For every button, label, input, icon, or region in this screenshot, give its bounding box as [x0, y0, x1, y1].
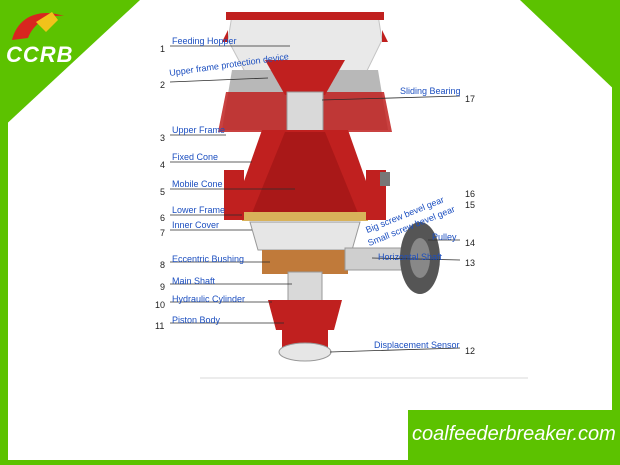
logo-text: CCRB	[6, 42, 74, 67]
part-number-17: 17	[465, 94, 476, 104]
part-number-1: 1	[160, 44, 166, 54]
part-number-10: 10	[155, 300, 166, 310]
label-pulley: Pulley	[432, 232, 457, 242]
hopper-rim	[226, 12, 384, 20]
label-feeding-hopper: Feeding Hopper	[172, 36, 237, 46]
label-hydraulic-cylinder: Hydraulic Cylinder	[172, 294, 246, 304]
mobile-cone-shape	[250, 132, 360, 218]
label-fixed-cone: Fixed Cone	[172, 152, 219, 162]
part-number-5: 5	[160, 187, 166, 197]
ccrb-logo-icon	[12, 12, 64, 40]
part-number-14: 14	[465, 238, 476, 248]
hopper-lug-left	[222, 30, 228, 42]
white-panel-bottom	[8, 405, 408, 460]
part-number-7: 7	[160, 228, 166, 238]
mantle-band	[242, 212, 368, 221]
label-mobile-cone: Mobile Cone	[172, 179, 223, 189]
label-main-shaft: Main Shaft	[172, 276, 216, 286]
main-shaft-shape	[287, 271, 323, 303]
inner-cover-shape	[249, 221, 361, 251]
part-number-8: 8	[160, 260, 166, 270]
label-lower-frame: Lower Frame	[172, 205, 226, 215]
part-number-15: 15	[465, 200, 476, 210]
part-number-13: 13	[465, 258, 476, 268]
lower-frame-left	[224, 170, 244, 220]
sliding-bearing-shape	[286, 91, 324, 137]
label-inner-cover: Inner Cover	[172, 220, 220, 230]
website-text: coalfeederbreaker.com	[412, 423, 616, 445]
corner-wedge-top-left	[0, 0, 140, 130]
pulley-hub	[410, 238, 430, 278]
label-upper-frame: Upper Frame	[172, 125, 226, 135]
part-number-9: 9	[160, 282, 166, 292]
label-eccentric-bushing: Eccentric Bushing	[172, 254, 245, 264]
label-horizontal-shaft: Horizontal Shaft	[378, 252, 443, 262]
label-piston-body: Piston Body	[172, 315, 221, 325]
corner-wedge-top-right	[520, 0, 620, 95]
part-number-11: 11	[155, 321, 165, 331]
part-number-2: 2	[160, 80, 166, 90]
part-number-4: 4	[160, 160, 166, 170]
label-displacement-sensor: Displacement Sensor	[374, 340, 460, 350]
part-number-12: 12	[465, 346, 476, 356]
part-number-6: 6	[160, 213, 166, 223]
top-bowl	[265, 60, 345, 95]
part-number-3: 3	[160, 133, 166, 143]
hopper-lug-right	[382, 30, 388, 42]
leader-lines	[169, 45, 461, 353]
lower-frame-bolt-right	[380, 172, 390, 186]
eccentric-bushing-shape	[262, 250, 348, 274]
label-sliding-bearing: Sliding Bearing	[400, 86, 461, 96]
website-banner	[408, 410, 620, 465]
part-number-16: 16	[465, 189, 476, 199]
displacement-sensor-shape	[278, 342, 332, 362]
